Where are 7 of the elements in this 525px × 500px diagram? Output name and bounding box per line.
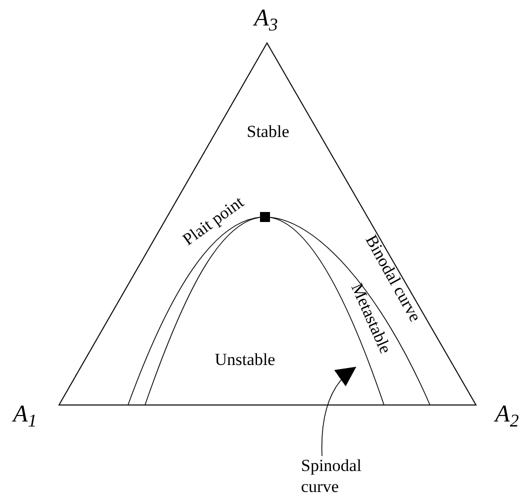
region-label: Unstable — [214, 350, 276, 369]
region-label: Stable — [246, 122, 290, 141]
vertex-label: A$_{1}$ — [13, 402, 37, 428]
leader-arrow — [321, 366, 356, 456]
callout-label: Spinodal curve — [301, 455, 381, 497]
vertex-label: A$_{3}$ — [254, 6, 278, 32]
vertex-label: A$_{2}$ — [495, 402, 519, 428]
